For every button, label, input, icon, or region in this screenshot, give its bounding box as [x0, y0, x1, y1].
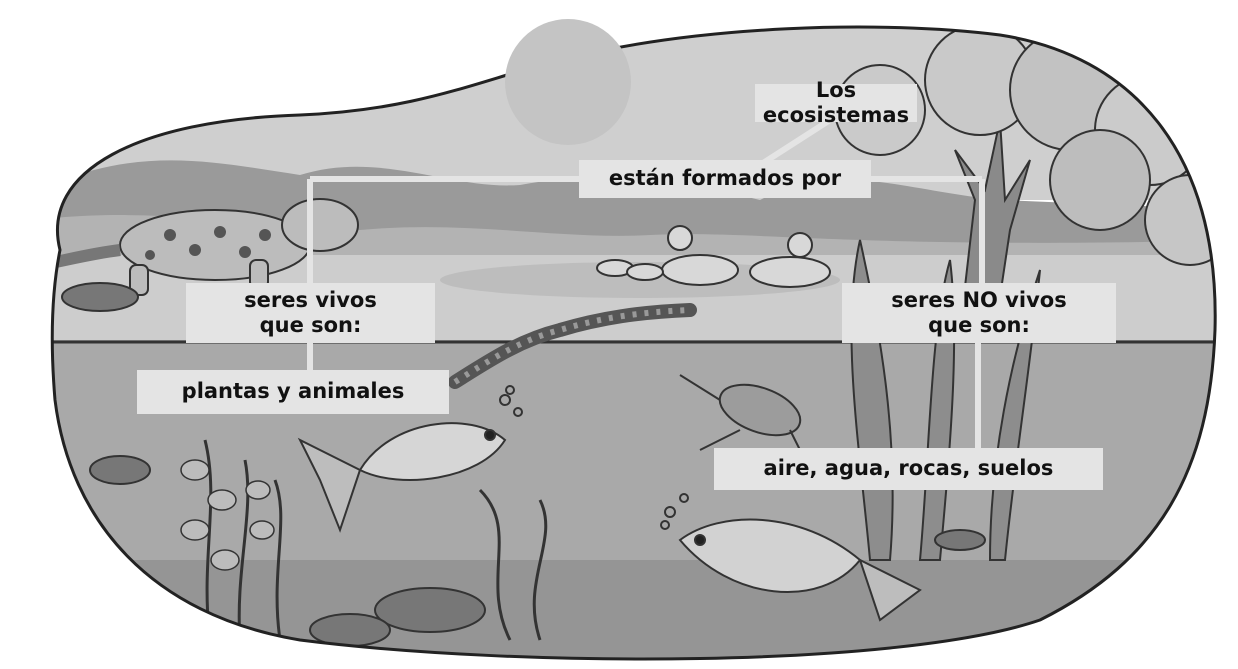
- living-beings-label: seres vivos que son:: [186, 283, 435, 343]
- root-text: Los ecosistemas: [755, 78, 917, 128]
- concept-root-label: Los ecosistemas: [755, 84, 917, 122]
- living-beings-answer-label: plantas y animales: [137, 370, 449, 414]
- connector-text: están formados por: [609, 166, 841, 191]
- non-living-answer: aire, agua, rocas, suelos: [764, 456, 1054, 481]
- non-living-line2: que son:: [928, 313, 1030, 338]
- concept-connector-label: están formados por: [579, 160, 871, 198]
- living-beings-answer: plantas y animales: [182, 379, 405, 404]
- non-living-answer-label: aire, agua, rocas, suelos: [714, 448, 1103, 490]
- sun: [505, 19, 631, 145]
- living-beings-line2: que son:: [260, 313, 362, 338]
- non-living-label: seres NO vivos que son:: [842, 283, 1116, 343]
- living-beings-line1: seres vivos: [244, 288, 377, 313]
- non-living-line1: seres NO vivos: [891, 288, 1066, 313]
- rock: [62, 283, 138, 311]
